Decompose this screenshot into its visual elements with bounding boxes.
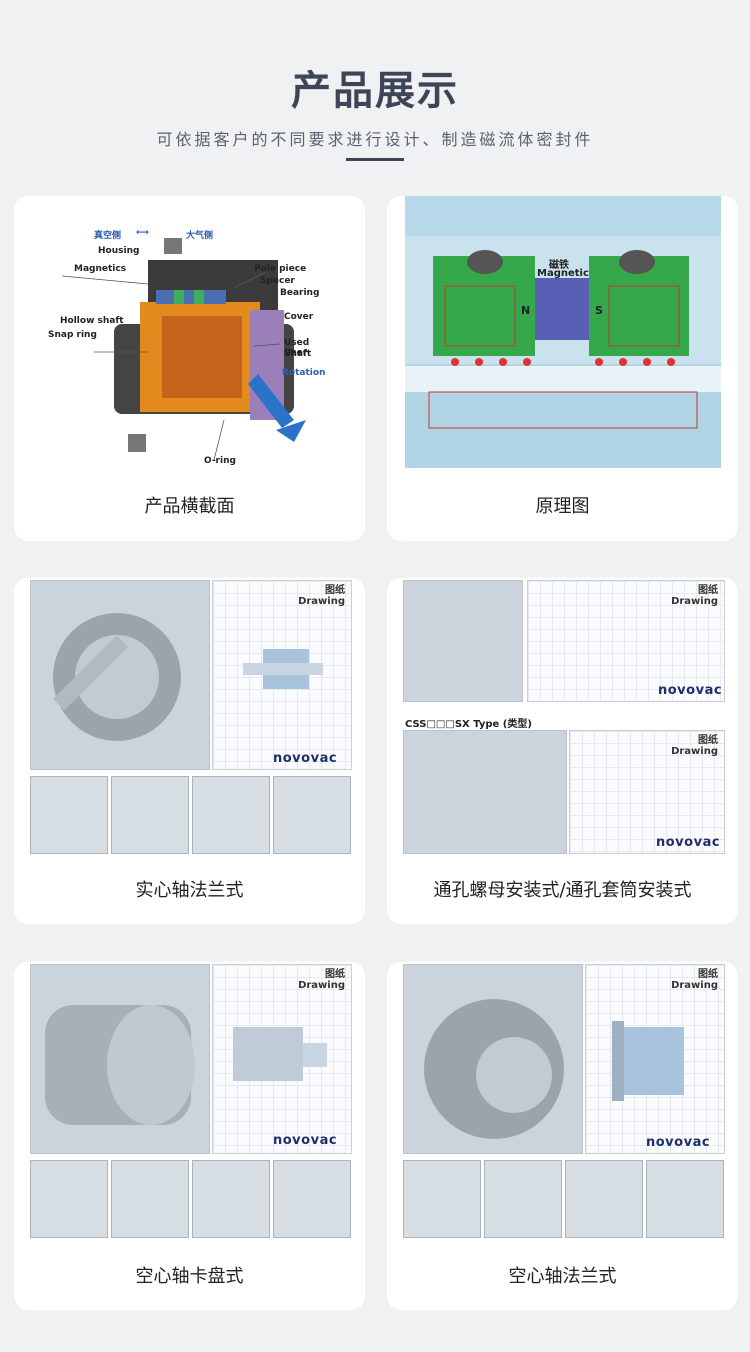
product-thumb	[273, 1160, 351, 1238]
product-thumb	[565, 1160, 643, 1238]
page-subtitle: 可依据客户的不同要求进行设计、制造磁流体密封件	[156, 130, 594, 149]
product-photo	[403, 964, 583, 1154]
label-magnet-en: Magnetic	[537, 268, 589, 279]
brand-logo: novovac	[273, 751, 338, 766]
label-vacuum-side: 真空侧	[94, 231, 122, 241]
card-caption: 空心轴法兰式	[508, 1266, 617, 1287]
type-label: CSS□□□SX Type (类型)	[405, 719, 532, 730]
product-thumb	[30, 1160, 108, 1238]
label-used-user-shaft-1: Used User	[284, 338, 310, 358]
card-caption: 原理图	[535, 496, 590, 517]
card-caption: 产品横截面	[144, 496, 235, 517]
card-principle[interactable]: 磁铁 Magnetic N S 原理图	[387, 196, 738, 541]
product-thumb	[111, 1160, 189, 1238]
label-spacer: Spacer	[260, 276, 295, 286]
title-underline	[346, 158, 404, 161]
label-magnet-cn: 磁铁	[549, 260, 569, 271]
label-cover: Cover	[284, 312, 314, 322]
label-pole-piece: Pole piece	[254, 264, 307, 274]
label-housing: Housing	[98, 246, 140, 256]
label-n: N	[521, 304, 531, 317]
card-caption: 通孔螺母安装式/通孔套筒安装式	[433, 880, 692, 901]
product-thumb	[403, 1160, 481, 1238]
label-snap-ring: Snap ring	[48, 330, 97, 340]
product-photo	[403, 580, 523, 702]
product-thumb	[273, 776, 351, 854]
brand-logo: novovac	[656, 835, 721, 850]
label-hollow-shaft: Hollow shaft	[60, 316, 124, 326]
principle-illustration	[405, 196, 721, 468]
card-caption: 实心轴法兰式	[135, 880, 244, 901]
cross-section-illustration	[61, 238, 306, 461]
product-thumb	[484, 1160, 562, 1238]
product-photo	[30, 580, 210, 770]
label-used-user-shaft-2: Shaft	[284, 349, 312, 359]
label-rotation: Rotation	[282, 368, 326, 378]
product-photo	[30, 964, 210, 1154]
product-thumb	[111, 776, 189, 854]
principle-diagram: 磁铁 Magnetic N S	[405, 196, 721, 468]
product-thumb	[646, 1160, 724, 1238]
label-bearing: Bearing	[280, 288, 320, 298]
brand-logo: novovac	[273, 1133, 338, 1148]
product-thumb	[30, 776, 108, 854]
product-thumb	[192, 776, 270, 854]
label-magnetics: Magnetics	[74, 264, 127, 274]
product-thumb	[192, 1160, 270, 1238]
brand-logo: novovac	[646, 1135, 711, 1150]
brand-logo: novovac	[658, 683, 723, 698]
product-photo	[403, 730, 567, 854]
page-title: 产品展示	[291, 68, 459, 114]
cross-section-diagram: 真空侧 ⟷ 大气侧 Housing Magnetics Pole piece S…	[44, 224, 334, 474]
card-caption: 空心轴卡盘式	[135, 1266, 244, 1287]
arrow-icon: ⟷	[136, 228, 149, 238]
card-cross-section[interactable]: 真空侧 ⟷ 大气侧 Housing Magnetics Pole piece S…	[14, 196, 365, 541]
label-s: S	[595, 304, 603, 317]
label-o-ring: O-ring	[204, 456, 236, 466]
label-atmosphere-side: 大气侧	[186, 231, 214, 241]
